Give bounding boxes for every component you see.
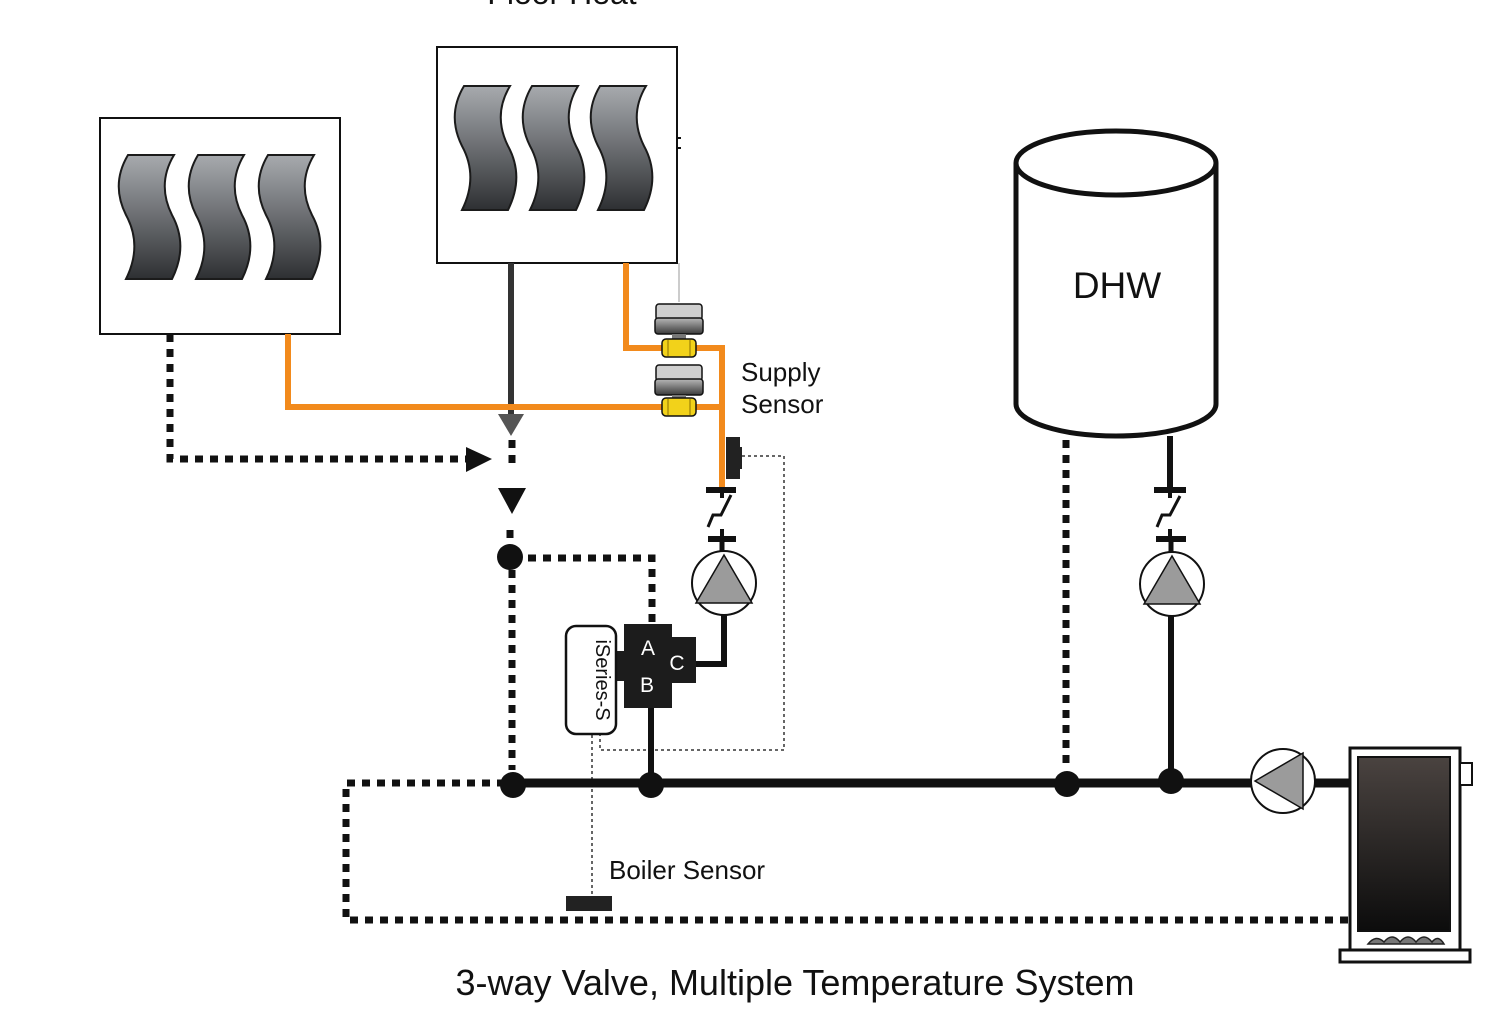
valve-actuator-label: iSeries-S [591, 639, 613, 720]
radiator-left [99, 117, 341, 335]
valve-port-a: A [641, 637, 655, 660]
boiler [1338, 746, 1473, 964]
diagram-caption: 3-way Valve, Multiple Temperature System [456, 962, 1135, 1003]
three-way-valve [616, 624, 696, 708]
supply-sensor-label-1: Supply [741, 357, 821, 387]
pump-to-valve-pipe [688, 615, 727, 667]
control-wiring [591, 455, 785, 896]
pump-boiler [1250, 748, 1316, 814]
valve-actuator [564, 624, 618, 736]
return-arrow-right [466, 447, 492, 472]
supply-sensor-label-2: Sensor [741, 389, 824, 419]
junction-dot [1054, 771, 1080, 797]
supply-sensor [726, 437, 742, 479]
return-piping [166, 334, 1350, 924]
boiler-sensor-label: Boiler Sensor [609, 855, 765, 885]
floor-heat-arrow [498, 414, 524, 436]
junction-dot [638, 772, 664, 798]
floor-heat-label: Floor Heat [487, 0, 637, 11]
pump-mixing [691, 550, 757, 616]
radiator-floor-heat [436, 46, 681, 264]
return-arrow-down [498, 488, 526, 514]
boiler-sensor [566, 896, 612, 911]
pump-dhw [1139, 551, 1205, 617]
zone-valve-lower [654, 364, 704, 417]
dhw-supply-line [1154, 436, 1186, 781]
valve-port-c: C [669, 652, 684, 675]
zone-valve-upper [654, 303, 704, 358]
flow-check-mixing [706, 487, 736, 551]
junction-dot [497, 544, 523, 570]
valve-port-b: B [640, 674, 654, 697]
dhw-label: DHW [1073, 265, 1161, 306]
junction-dot [500, 772, 526, 798]
dhw-tank [1013, 128, 1219, 439]
